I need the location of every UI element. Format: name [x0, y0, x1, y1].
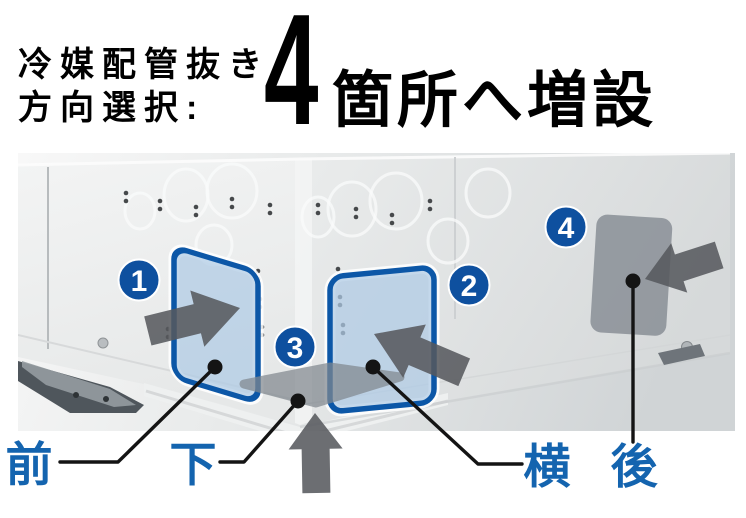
arrow-side — [374, 324, 471, 387]
label-bottom: 下 — [170, 438, 217, 491]
callout-rear — [625, 273, 641, 444]
callout-front — [58, 359, 223, 464]
title-suffix: 箇所へ増設 — [332, 66, 657, 134]
foot-right — [658, 344, 705, 365]
title-big-number: 4 — [264, 0, 318, 158]
label-front: 前 — [6, 438, 53, 491]
unit-top-highlight — [18, 153, 731, 167]
unit-base-shadow — [145, 389, 449, 431]
badge-4: 4 — [544, 205, 588, 249]
svg-text:3: 3 — [287, 332, 304, 365]
mounting-foot — [18, 361, 144, 413]
callout-side — [365, 359, 524, 466]
badge-1: 1 — [117, 258, 161, 302]
svg-text:4: 4 — [558, 212, 575, 245]
arrow-rear — [645, 241, 724, 293]
badge-3: 3 — [273, 325, 317, 369]
unit-bottom-edge — [299, 351, 731, 429]
callout-bottom — [218, 393, 306, 464]
badge-2: 2 — [447, 263, 491, 307]
label-rear: 後 — [611, 440, 659, 493]
arrow-bottom — [288, 413, 343, 494]
svg-text:1: 1 — [131, 265, 148, 298]
screw — [97, 337, 109, 349]
title-line2: 方向選択: — [18, 89, 205, 127]
label-side: 横 — [524, 440, 571, 493]
title-line1: 冷媒配管抜き — [18, 46, 270, 84]
svg-text:2: 2 — [461, 270, 478, 303]
arrow-front — [144, 290, 240, 347]
